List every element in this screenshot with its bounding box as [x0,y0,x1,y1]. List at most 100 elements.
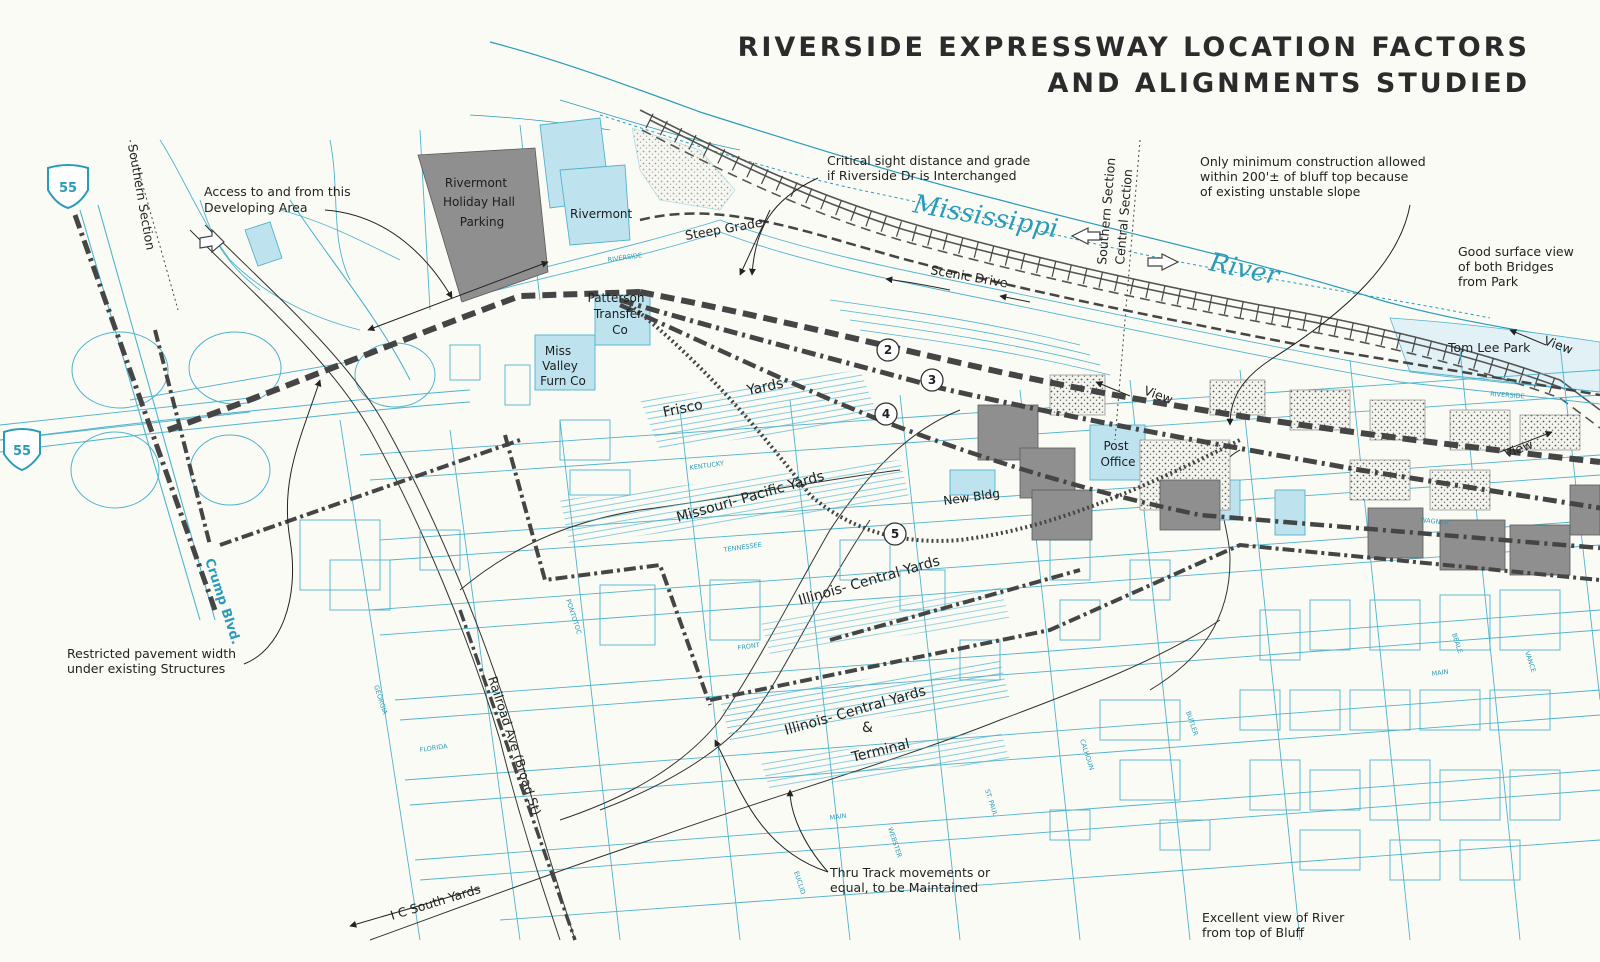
label-patterson-line-3: Co [612,323,628,337]
bluff-tick [1271,307,1276,324]
bluff-tick [1239,301,1244,318]
label-miss-valley: Miss Valley Furn Co [540,344,586,388]
street-wagner: WAGNER [1420,516,1450,527]
alignment-marker-5: 5 [883,522,907,546]
annotation-good-view: Good surface view of both Bridges from P… [1458,244,1574,289]
interstate-shield-left-number: 55 [13,444,31,459]
street-calhoun: CALHOUN [1078,738,1096,771]
title-line-1: RIVERSIDE EXPRESSWAY LOCATION FACTORS [738,32,1530,63]
bluff-tick [973,242,979,258]
bluff-tick [1129,278,1135,295]
alignment-4 [619,302,1600,551]
label-post-office-line-1: Post [1103,439,1128,453]
bluff-tick [1067,264,1072,281]
bluff-tick [775,175,784,191]
bluff-tick [835,200,843,216]
annotation-excellent-line-2: from top of Bluff [1202,925,1305,940]
alignment-number-4: 4 [882,407,890,421]
street-st-paul: ST. PAUL [983,788,999,817]
annotation-restricted-line-1: Restricted pavement width [67,646,236,661]
annotation-good-view-line-3: from Park [1458,274,1519,289]
annotation-critical-line-1: Critical sight distance and grade [827,153,1031,168]
wooded-area [631,127,736,211]
bluff-tick [1098,271,1104,288]
street-kentucky: KENTUCKY [689,459,724,472]
bluff-tick [731,155,740,171]
connector-crump [153,329,212,546]
open-arrow-south [1070,227,1101,245]
bluff-tick [702,141,711,157]
street-georgia: GEORGIA [372,684,389,716]
annotation-good-view-line-1: Good surface view [1458,244,1574,259]
rail-yards [560,299,1111,790]
bluff-tick [1442,344,1448,361]
bluff-tick [1051,261,1057,277]
street-tennessee: TENNESSEE [722,541,762,554]
interstate-55-alignment [72,214,218,611]
bluff-tick-marks [645,113,1556,394]
label-crump-blvd: Crump Blvd. [201,557,243,647]
section-boundaries [129,139,1141,441]
bluff-tick [895,221,902,237]
street-main-1: MAIN [829,812,847,822]
label-rivermont-parking: Rivermont Holiday Hall Parking [443,176,515,229]
alignment-3 [619,297,1600,511]
alignment-marker-2: 2 [876,338,900,362]
label-miss-valley-line-2: Valley [542,359,578,373]
street-florida: FLORIDA [419,742,448,754]
label-rivermont: Rivermont [570,207,633,221]
bluff-tick [880,216,887,232]
annotation-access-line-1: Access to and from this [204,184,351,199]
annotation-thru-track-line-1: Thru Track movements or [829,865,991,880]
interstate-shield-top: 55 [47,164,89,210]
bluff-tick [1364,326,1370,342]
bluff-tick [1333,319,1339,336]
annotation-access: Access to and from this Developing Area [204,184,351,215]
bluff-tick [820,194,828,210]
bluff-tick [1035,257,1041,274]
direction-open-arrows [199,227,1180,271]
bluff-tick [989,246,995,262]
title-line-2: AND ALIGNMENTS STUDIED [1048,68,1530,99]
bluff-tick [1488,357,1495,374]
label-patterson-line-1: Patterson [588,291,645,305]
street-riverside-2: RIVERSIDE [1490,390,1525,400]
bluff-tick [1318,316,1323,333]
bluff-tick [760,169,769,185]
street-front: FRONT [737,641,760,652]
bluff-tick [1223,298,1229,315]
annotation-minimum-line-1: Only minimum construction allowed [1200,154,1426,169]
bluff-tick [1192,292,1197,308]
street-vance: VANCE [1523,650,1537,673]
map-title: RIVERSIDE EXPRESSWAY LOCATION FACTORS AN… [738,32,1530,99]
street-euclid: EUCLID [792,870,807,895]
label-miss-valley-line-3: Furn Co [540,374,586,388]
bluff-tick [805,188,813,204]
annotation-critical-line-2: if Riverside Dr is Interchanged [827,168,1017,183]
bluff-tick [911,225,918,242]
annotation-minimum-line-2: within 200'± of bluff top because [1200,169,1409,184]
alignment-5 [628,303,1241,543]
annotation-critical: Critical sight distance and grade if Riv… [827,153,1031,183]
label-scenic-drive: Scenic Drive [929,262,1009,290]
interstate-shield-top-number: 55 [59,181,77,196]
label-post-office-line-2: Office [1100,455,1135,469]
bluff-tick [1503,362,1510,378]
annotation-arrows [243,177,1553,928]
alignment-2 [639,289,1600,465]
connector-4 [829,568,1081,642]
bluff-tick [850,205,857,222]
annotation-excellent-line-1: Excellent view of River [1202,910,1345,925]
street-network [0,124,1600,941]
bluff-tick [746,162,755,178]
street-pontotoc: PONTOTOC [564,598,583,636]
alignment-markers: 2 3 4 5 [874,338,944,546]
annotation-good-view-line-2: of both Bridges [1458,259,1554,274]
river-name-river: River [1206,247,1284,292]
bluff-tick [1473,353,1479,369]
interstate-shield-left: 55 [3,428,41,472]
railroad-lines [189,224,1241,941]
bluff-tick [645,113,654,129]
connector-2 [503,434,712,706]
